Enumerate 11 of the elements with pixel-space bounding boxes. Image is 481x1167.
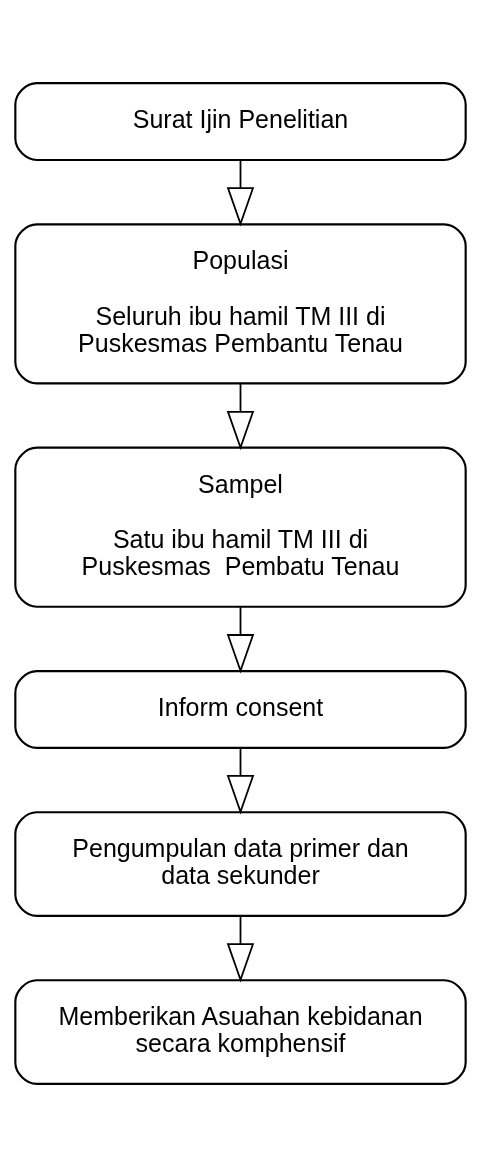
arrow <box>226 915 255 983</box>
arrow <box>226 382 255 451</box>
node-box: Surat Ijin Penelitian <box>14 82 467 162</box>
node-box: Sampel Satu ibu hamil TM III di Puskesmas Pembatu Tenau <box>14 446 467 608</box>
node-box: Populasi Seluruh ibu hamil TM III di Puskesmas Pembantu Tenau <box>14 223 467 385</box>
arrow <box>226 747 255 815</box>
arrow <box>226 159 255 227</box>
node-box: Inform consent <box>14 670 467 749</box>
arrow <box>226 605 255 674</box>
node-box: Pengumpulan data primer dan data sekunder <box>14 811 467 917</box>
node-box: Memberikan Asuahan kebidanan secara komphensif <box>14 979 467 1085</box>
